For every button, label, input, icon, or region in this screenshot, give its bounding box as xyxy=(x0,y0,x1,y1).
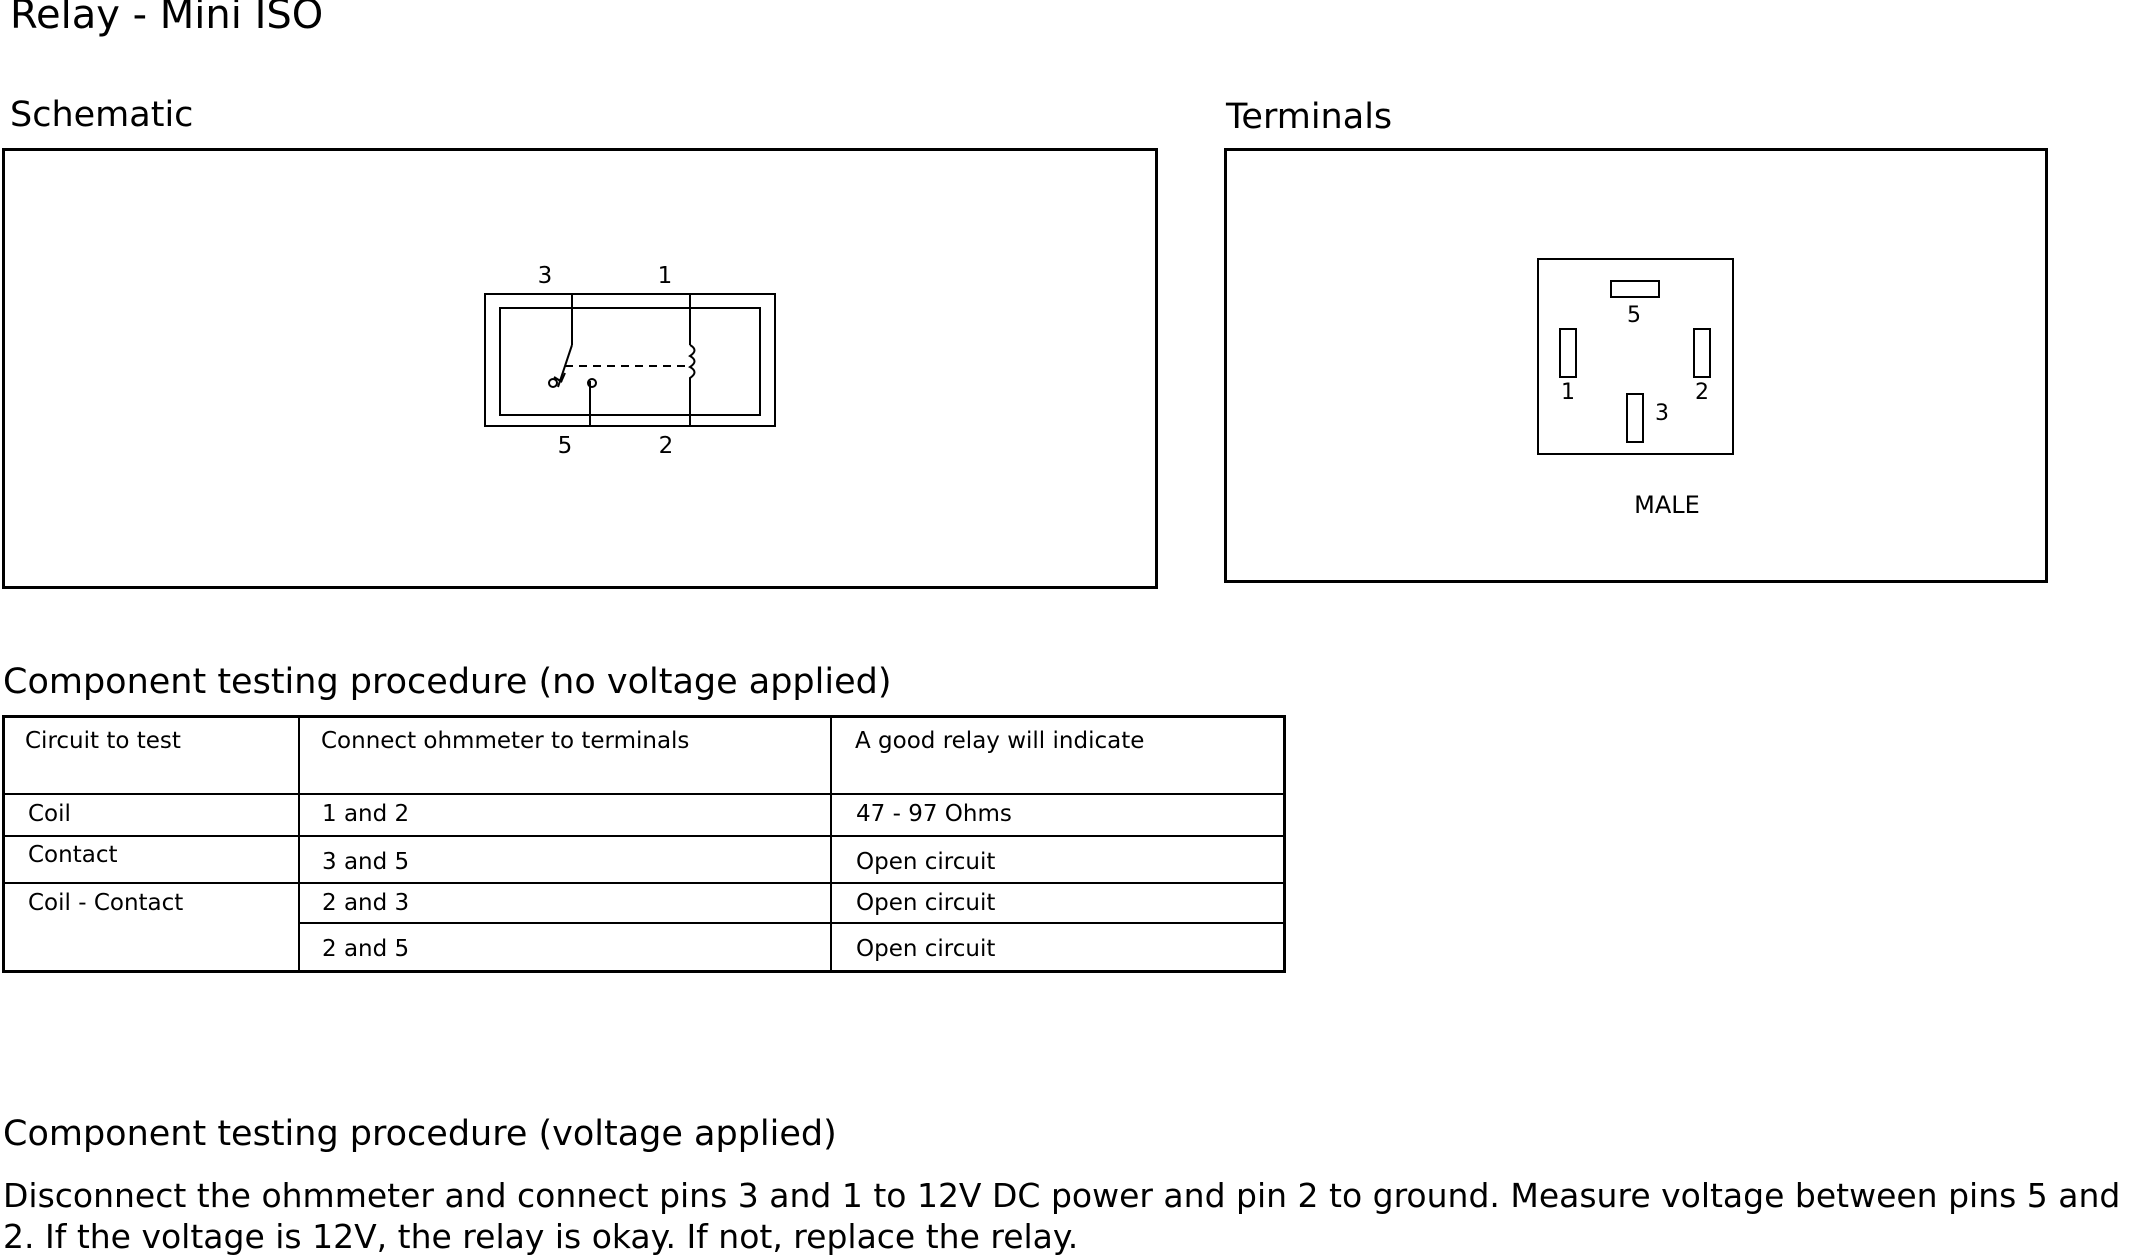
terminal-3-label: 3 xyxy=(1655,401,1669,426)
page-title: Relay - Mini ISO xyxy=(10,0,324,38)
row-contact-result: Open circuit xyxy=(856,849,996,875)
schematic-pin2-label: 2 xyxy=(659,433,674,459)
row-coil-contact-terminals-a: 2 and 3 xyxy=(322,890,410,916)
terminal-5-label: 5 xyxy=(1627,303,1641,328)
row-coil-contact-result-b: Open circuit xyxy=(856,936,996,962)
table-grid xyxy=(2,715,1286,973)
open-contact xyxy=(587,378,597,388)
row-coil-contact-circuit: Coil - Contact xyxy=(28,890,184,916)
switch-arrow-b xyxy=(560,372,566,383)
voltage-test-instructions: Disconnect the ohmmeter and connect pins… xyxy=(3,1176,2121,1256)
schematic-panel: 3 1 5 2 xyxy=(2,148,1158,589)
relay-schematic-diagram: 3 1 5 2 xyxy=(484,263,776,459)
row-coil-contact-terminals-b: 2 and 5 xyxy=(322,936,410,962)
terminals-panel: 5 1 2 3 MALE xyxy=(1224,148,2048,583)
common-contact xyxy=(548,378,558,388)
row-coil-terminals: 1 and 2 xyxy=(322,801,410,827)
row-coil-contact-result-a: Open circuit xyxy=(856,890,996,916)
column-header-result: A good relay will indicate xyxy=(855,728,1145,754)
row-contact-circuit: Contact xyxy=(28,842,118,868)
terminal-3-blade xyxy=(1626,393,1644,443)
schematic-pin3-label: 3 xyxy=(538,263,553,289)
relay-inner-housing xyxy=(499,307,761,416)
terminal-2-blade xyxy=(1693,328,1711,378)
column-header-terminals: Connect ohmmeter to terminals xyxy=(321,728,690,754)
no-voltage-test-heading: Component testing procedure (no voltage … xyxy=(3,662,892,702)
gender-label: MALE xyxy=(1634,491,1700,519)
test-table: Circuit to test Connect ohmmeter to term… xyxy=(2,715,1286,973)
terminals-heading: Terminals xyxy=(1226,97,1393,137)
terminal-2-label: 2 xyxy=(1695,380,1709,405)
relay-outer-housing xyxy=(484,293,776,427)
terminal-1-label: 1 xyxy=(1561,380,1575,405)
schematic-heading: Schematic xyxy=(10,95,194,135)
terminal-layout-diagram: 5 1 2 3 MALE xyxy=(1537,258,1734,519)
row-contact-terminals: 3 and 5 xyxy=(322,849,410,875)
row-coil-result: 47 - 97 Ohms xyxy=(856,801,1012,827)
schematic-pin1-label: 1 xyxy=(658,263,673,289)
terminal-5-blade xyxy=(1610,280,1660,298)
terminal-1-blade xyxy=(1559,328,1577,378)
column-header-circuit: Circuit to test xyxy=(25,728,181,754)
row-coil-circuit: Coil xyxy=(28,801,71,827)
voltage-test-heading: Component testing procedure (voltage app… xyxy=(3,1114,837,1154)
schematic-pin5-label: 5 xyxy=(558,433,573,459)
table-border xyxy=(2,715,1286,973)
relay-coil xyxy=(688,344,696,381)
